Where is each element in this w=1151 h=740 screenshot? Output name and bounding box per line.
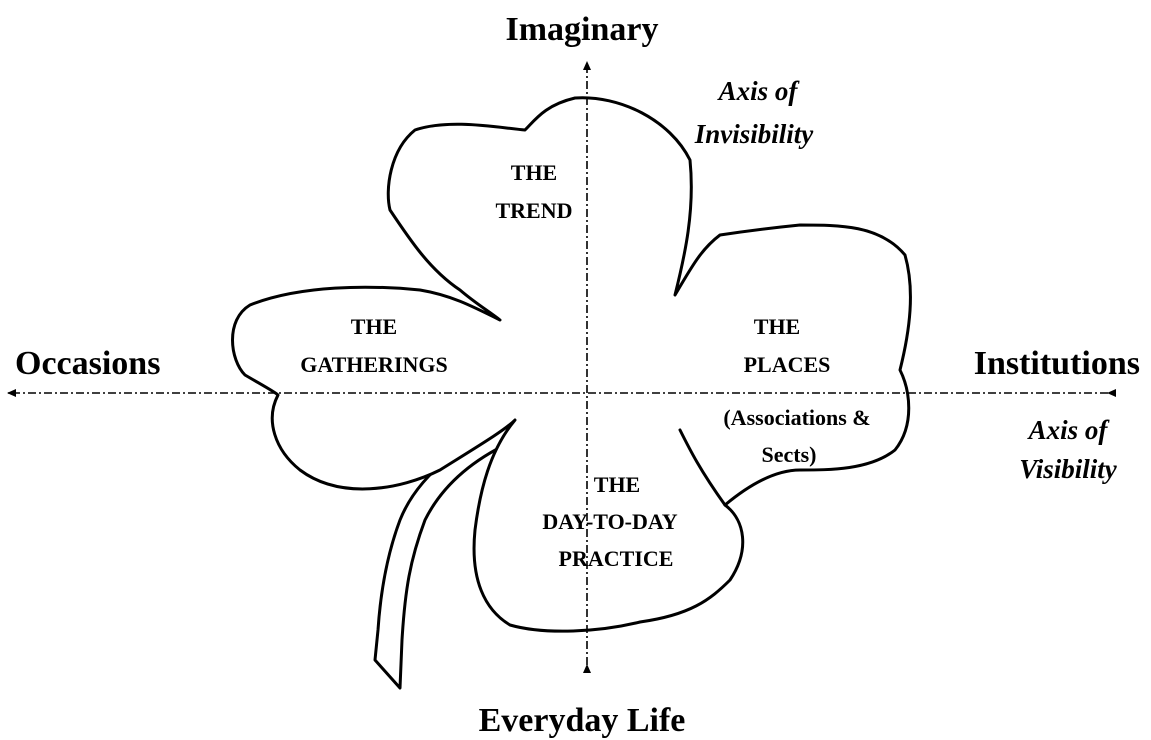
axis-label-top: Imaginary: [506, 11, 659, 48]
clover-stem: [373, 418, 522, 690]
vertical-axis-note-line1: Axis of: [717, 76, 801, 106]
axis-label-left: Occasions: [15, 345, 160, 382]
region-trend-line1: THE: [511, 160, 557, 185]
horizontal-axis-note-line1: Axis of: [1027, 415, 1111, 445]
region-places-line3: (Associations &: [723, 405, 870, 430]
clover-body: [231, 96, 912, 633]
axis-label-bottom: Everyday Life: [479, 702, 686, 739]
region-gatherings-line1: THE: [351, 314, 397, 339]
region-practice-line3: PRACTICE: [559, 546, 674, 571]
region-trend-line2: TREND: [495, 198, 572, 223]
axis-label-right: Institutions: [974, 345, 1140, 382]
region-gatherings-line2: GATHERINGS: [300, 352, 448, 377]
clover-notch: [678, 428, 727, 507]
region-places-line2: PLACES: [744, 352, 831, 377]
region-places-line1: THE: [754, 314, 800, 339]
region-practice-line1: THE: [594, 472, 640, 497]
horizontal-axis-note-line2: Visibility: [1019, 454, 1118, 484]
region-places-line4: Sects): [762, 442, 817, 467]
region-practice-line2: DAY-TO-DAY: [542, 509, 677, 534]
vertical-axis-note-line2: Invisibility: [694, 119, 815, 149]
